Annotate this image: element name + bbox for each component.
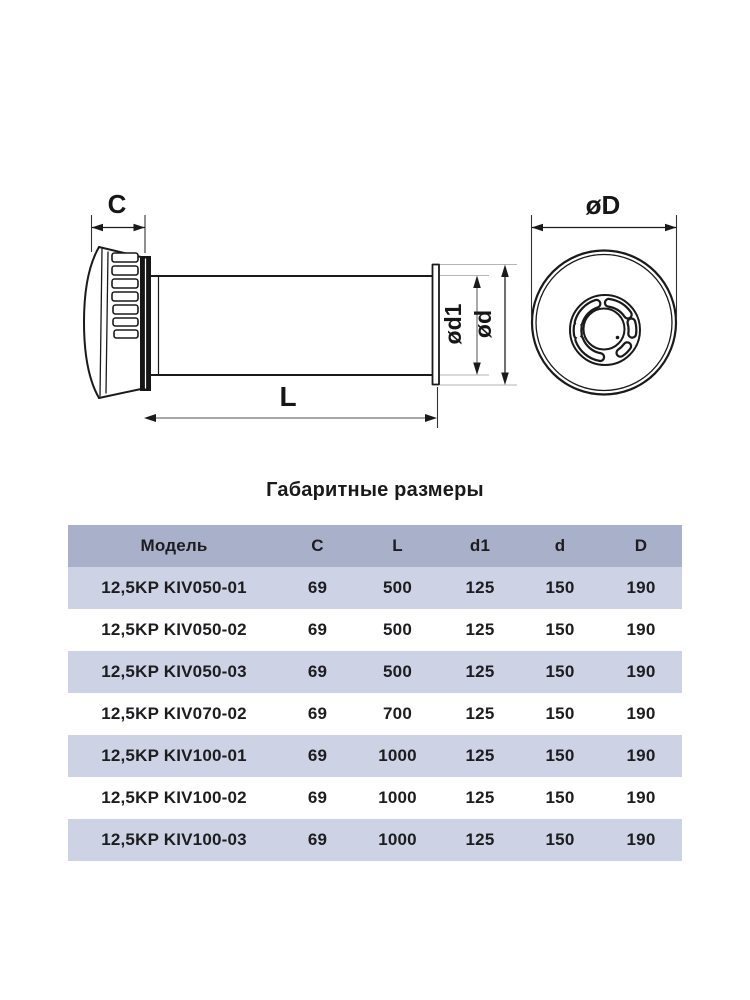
table-row: 12,5KP KIV100-02 69 1000 125 150 190	[68, 777, 682, 819]
dim-label-c: C	[108, 189, 127, 219]
header-cell-model: Модель	[68, 525, 280, 567]
cell-big-d: 190	[626, 746, 656, 765]
arrowhead-left-icon	[91, 223, 103, 232]
dimension-d: ød	[440, 264, 517, 386]
dimension-c: C	[90, 189, 146, 253]
cell-l: 1000	[378, 746, 417, 765]
arrowhead-up-icon	[501, 264, 509, 277]
dimension-d1: ød1	[440, 275, 489, 376]
cell-l: 500	[383, 578, 412, 597]
arrowhead-down-icon	[473, 362, 481, 375]
cell-model: 12,5KP KIV100-03	[101, 830, 247, 849]
cell-d1: 125	[465, 662, 495, 681]
head-slots-fill	[574, 300, 636, 360]
side-view-drawing	[83, 246, 440, 399]
cell-c: 69	[307, 620, 328, 639]
cell-d: 150	[545, 746, 575, 765]
cell-model: 12,5KP KIV100-02	[101, 788, 247, 807]
cell-model: 12,5KP KIV100-01	[101, 746, 247, 765]
cell-big-d: 190	[626, 662, 656, 681]
cell-model: 12,5KP KIV050-01	[101, 578, 247, 597]
cell-d: 150	[545, 620, 575, 639]
cell-big-d: 190	[626, 788, 656, 807]
cell-c: 69	[307, 746, 328, 765]
table-row: 12,5KP KIV070-02 69 700 125 150 190	[68, 693, 682, 735]
cell-l: 1000	[378, 830, 417, 849]
header-cell-c: C	[280, 525, 355, 567]
cell-d1: 125	[465, 578, 495, 597]
dimension-l: L	[144, 381, 439, 428]
cell-big-d: 190	[626, 578, 656, 597]
front-view-drawing	[530, 249, 678, 396]
cell-model: 12,5KP KIV050-02	[101, 620, 247, 639]
cell-l: 500	[383, 662, 412, 681]
table-row: 12,5KP KIV050-02 69 500 125 150 190	[68, 609, 682, 651]
cell-model: 12,5KP KIV050-03	[101, 662, 247, 681]
dim-label-l: L	[279, 381, 296, 412]
dimension-big-d: øD	[530, 190, 678, 318]
cell-d1: 125	[465, 620, 495, 639]
cell-c: 69	[307, 704, 328, 723]
duct-tube	[150, 275, 434, 376]
cell-c: 69	[307, 662, 328, 681]
cell-c: 69	[307, 578, 328, 597]
dim-label-d: ød	[470, 310, 496, 338]
dimensions-technical-drawing: C L ød1 ød	[83, 189, 678, 428]
cell-l: 500	[383, 620, 412, 639]
head-pin-dot	[615, 335, 620, 340]
cell-l: 1000	[378, 788, 417, 807]
cell-model: 12,5KP KIV070-02	[101, 704, 247, 723]
table-header-row: Модель C L d1 d D	[68, 525, 682, 567]
section-title: Габаритные размеры	[266, 479, 484, 501]
arrowhead-right-icon	[133, 223, 145, 232]
cell-d: 150	[545, 830, 575, 849]
cell-d: 150	[545, 788, 575, 807]
table-row: 12,5KP KIV100-01 69 1000 125 150 190	[68, 735, 682, 777]
cell-d: 150	[545, 662, 575, 681]
cell-l: 700	[383, 704, 412, 723]
arrowhead-up-icon	[473, 275, 481, 288]
table-row: 12,5KP KIV050-03 69 500 125 150 190	[68, 651, 682, 693]
cell-big-d: 190	[626, 830, 656, 849]
valve-cap	[83, 246, 151, 399]
arrowhead-right-icon	[665, 223, 677, 232]
cell-c: 69	[307, 788, 328, 807]
cell-big-d: 190	[626, 620, 656, 639]
header-cell-big-d: D	[600, 525, 682, 567]
header-cell-d: d	[520, 525, 600, 567]
table-row: 12,5KP KIV100-03 69 1000 125 150 190	[68, 819, 682, 861]
cell-d: 150	[545, 704, 575, 723]
cell-big-d: 190	[626, 704, 656, 723]
cell-d1: 125	[465, 830, 495, 849]
cell-d1: 125	[465, 788, 495, 807]
cell-d: 150	[545, 578, 575, 597]
gasket-ring	[140, 256, 151, 391]
cell-d1: 125	[465, 704, 495, 723]
header-cell-l: L	[355, 525, 440, 567]
dimensions-table: Модель C L d1 d D 12,5KP KIV050-01 69 50…	[68, 525, 682, 861]
arrowhead-right-icon	[425, 414, 437, 422]
cap-vent-slots	[111, 252, 139, 339]
arrowhead-left-icon	[531, 223, 543, 232]
arrowhead-down-icon	[501, 372, 509, 385]
flange	[431, 263, 440, 386]
dim-label-d1: ød1	[440, 303, 466, 344]
table-row: 12,5KP KIV050-01 69 500 125 150 190	[68, 567, 682, 609]
header-cell-d1: d1	[440, 525, 520, 567]
valve-head-front	[569, 294, 641, 366]
cell-c: 69	[307, 830, 328, 849]
dim-label-big-d: øD	[586, 190, 621, 220]
arrowhead-left-icon	[144, 414, 156, 422]
cell-d1: 125	[465, 746, 495, 765]
